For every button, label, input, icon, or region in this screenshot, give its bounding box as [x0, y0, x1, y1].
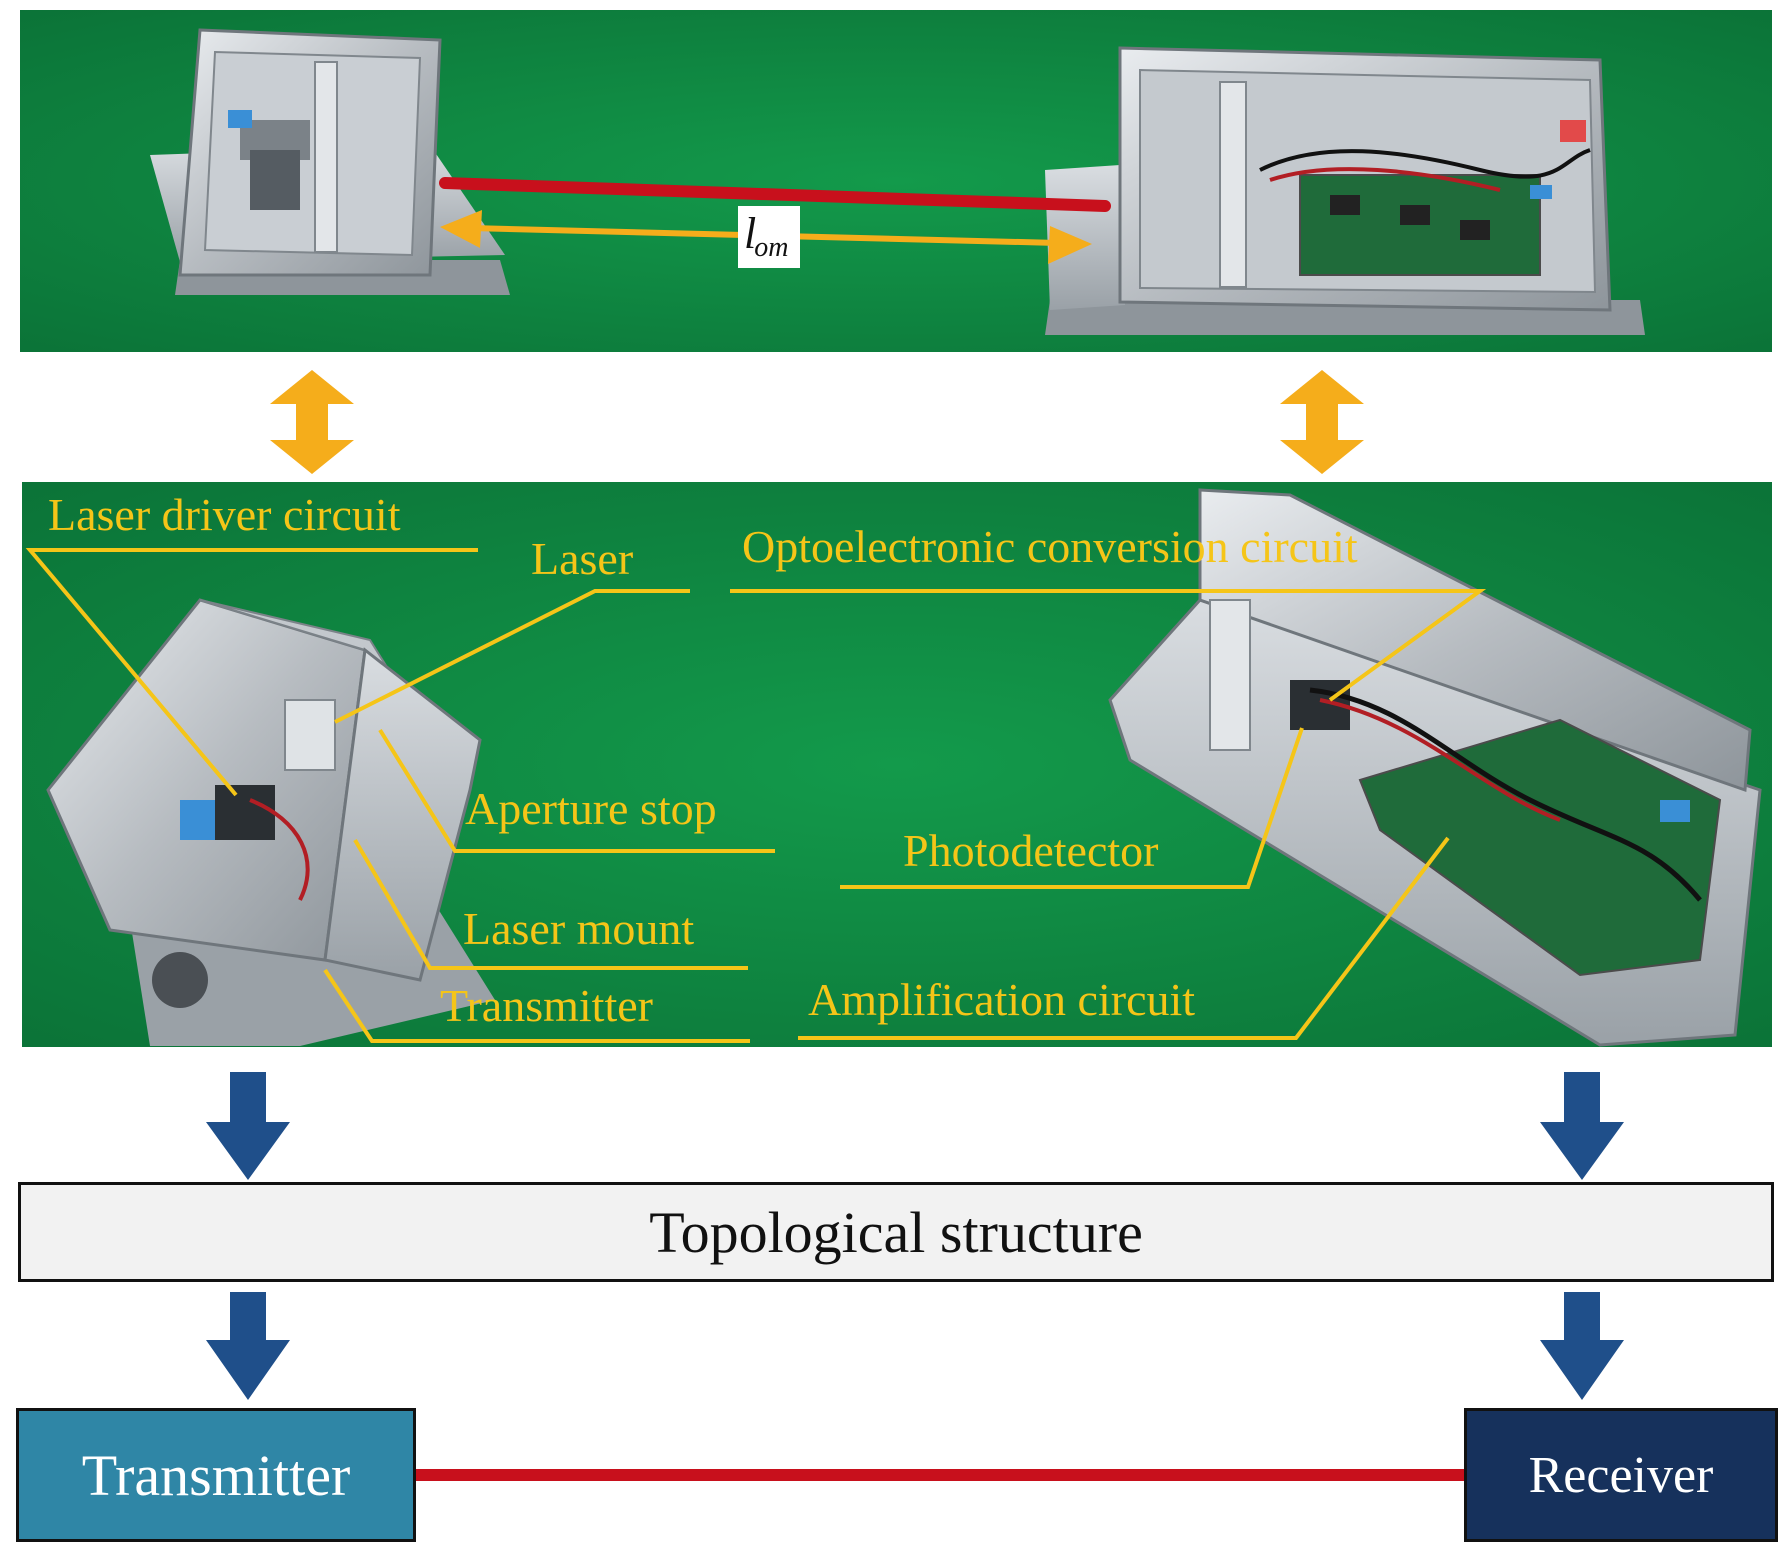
- leader-lines: [25, 548, 1487, 1043]
- label-laser-mount: Laser mount: [463, 903, 695, 954]
- double-arrow-right: [1280, 370, 1364, 474]
- top-transmitter-device: [150, 28, 510, 295]
- transmitter-block-label: Transmitter: [81, 1442, 351, 1508]
- down-arrow-bottom-right: [1540, 1292, 1624, 1400]
- topological-structure-title: Topological structure: [649, 1199, 1143, 1265]
- label-photodetector: Photodetector: [903, 825, 1159, 876]
- label-laser: Laser: [531, 533, 634, 584]
- label-laser-driver-circuit: Laser driver circuit: [48, 489, 401, 540]
- distance-subscript: om: [754, 232, 789, 263]
- top-receiver-device: [1045, 46, 1645, 335]
- label-transmitter-photo: Transmitter: [440, 980, 653, 1031]
- label-aperture-stop: Aperture stop: [465, 783, 717, 834]
- middle-transmitter-device: [46, 598, 495, 1046]
- transmitter-block: Transmitter: [16, 1408, 416, 1542]
- laser-beam-line: [439, 177, 1111, 212]
- label-optoelectronic-conversion-circuit: Optoelectronic conversion circuit: [742, 521, 1358, 572]
- receiver-block-label: Receiver: [1528, 1446, 1714, 1504]
- label-amplification-circuit: Amplification circuit: [808, 974, 1196, 1025]
- distance-symbol: l: [744, 209, 757, 258]
- double-arrow-left: [270, 370, 354, 474]
- receiver-block: Receiver: [1464, 1408, 1778, 1542]
- topological-structure-bar: Topological structure: [18, 1182, 1774, 1282]
- down-arrow-top-left: [206, 1072, 290, 1180]
- middle-receiver-device: [1108, 488, 1762, 1047]
- down-arrow-bottom-left: [206, 1292, 290, 1400]
- distance-label: lom: [738, 206, 800, 268]
- down-arrow-top-right: [1540, 1072, 1624, 1180]
